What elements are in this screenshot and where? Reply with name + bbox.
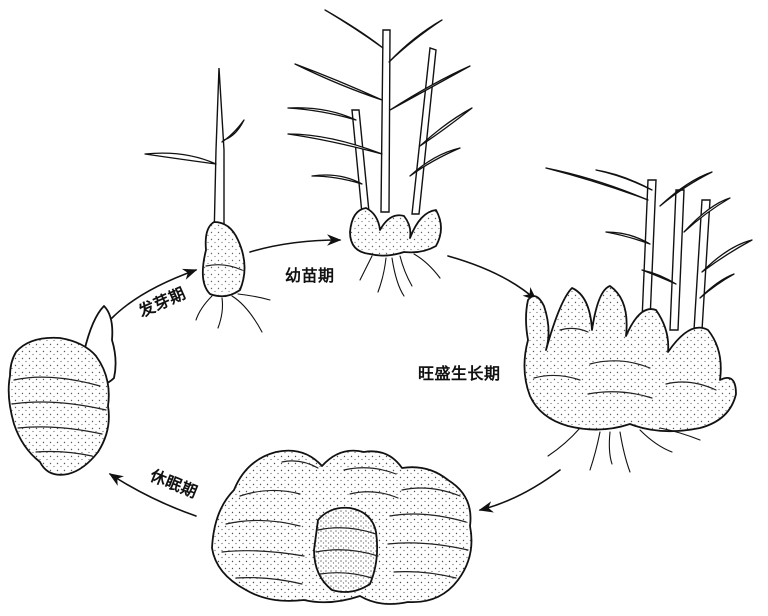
seedling-plant (287, 9, 473, 297)
sprouting-plant (144, 67, 271, 333)
stage-label-seedling: 幼苗期 (285, 266, 335, 285)
arrow-dormant-to-sprout (111, 268, 198, 319)
dormant-rhizome-cluster (211, 449, 473, 605)
stage-label-vigorous-growth: 旺盛生长期 (418, 364, 501, 383)
seed-ginger-rhizome (7, 305, 117, 476)
vigorous-growth-plant (523, 167, 753, 473)
arrow-seedling-to-vigorous (447, 255, 538, 301)
arrow-dormant-to-seed (108, 473, 197, 517)
arrow-vigorous-to-dormant (478, 469, 561, 513)
cycle-arrows (108, 234, 561, 517)
arrow-sprout-to-seedling (249, 234, 342, 253)
